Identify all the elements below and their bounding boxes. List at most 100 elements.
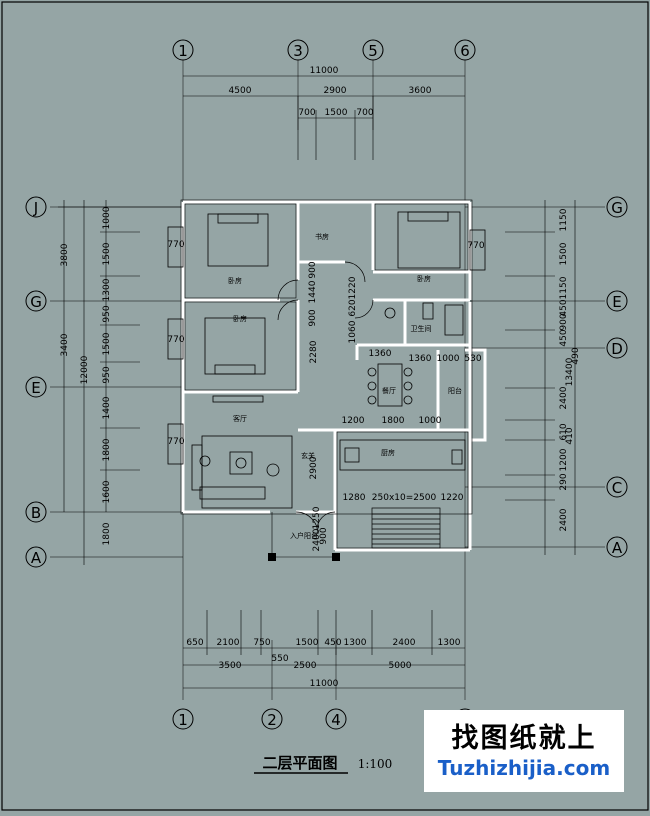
dim-int-2400: 2400 bbox=[312, 528, 322, 551]
dim-bottom-750: 750 bbox=[253, 638, 270, 648]
dim-right-1200: 1200 bbox=[559, 448, 569, 471]
axis-bottom-1: 1 bbox=[178, 711, 188, 729]
dim-left-1400: 1400 bbox=[102, 396, 112, 419]
room-dining: 餐厅 bbox=[382, 386, 396, 395]
axis-right-G: G bbox=[611, 199, 623, 217]
dim-int-900b: 900 bbox=[308, 309, 318, 326]
dim-int-900a: 900 bbox=[308, 261, 318, 278]
dim-left-1300: 1300 bbox=[102, 278, 112, 301]
window-bays bbox=[167, 226, 486, 465]
dim-right-1500: 1500 bbox=[559, 242, 569, 265]
axis-bubbles-right: G E D C A bbox=[606, 196, 628, 558]
watermark-logo: 找图纸就上 Tuzhizhijia.com bbox=[424, 710, 624, 792]
dim-int-1250: 1250 bbox=[312, 506, 322, 529]
dim-left-1600: 1600 bbox=[102, 480, 112, 503]
kitchen-counter bbox=[339, 439, 466, 471]
room-bedroom-1: 卧房 bbox=[228, 276, 242, 285]
dim-left-3400: 3400 bbox=[60, 333, 70, 356]
dim-left-1800b: 1800 bbox=[102, 522, 112, 545]
dim-right-2400a: 2400 bbox=[559, 386, 569, 409]
dim-int-stair-steps: 250x10=2500 bbox=[372, 493, 437, 503]
room-kitchen: 厨房 bbox=[381, 448, 395, 457]
axis-left-E: E bbox=[31, 379, 40, 397]
axis-bubbles-top: 1 3 5 6 bbox=[172, 39, 476, 61]
room-bedroom-3: 卧房 bbox=[233, 314, 247, 323]
dim-bottom-650: 650 bbox=[186, 638, 203, 648]
dim-right-410: 410 bbox=[565, 427, 575, 444]
dim-left-1500a: 1500 bbox=[102, 242, 112, 265]
dining-table bbox=[367, 363, 413, 407]
left-dimension-lines bbox=[58, 200, 183, 565]
dim-bay-770b: 770 bbox=[167, 335, 184, 345]
dim-top-1500: 1500 bbox=[325, 108, 348, 118]
dim-bottom-2400: 2400 bbox=[393, 638, 416, 648]
dim-int-1060: 1060 bbox=[348, 320, 358, 343]
axis-top-6: 6 bbox=[460, 42, 470, 60]
dim-bottom-11000: 11000 bbox=[310, 679, 339, 689]
dim-right-900: 900 bbox=[559, 313, 569, 330]
dim-top-700b: 700 bbox=[356, 108, 373, 118]
dim-right-2400b: 2400 bbox=[559, 508, 569, 531]
room-entry: 玄关 bbox=[301, 451, 315, 460]
dim-top-700a: 700 bbox=[298, 108, 315, 118]
dim-left-3800: 3800 bbox=[60, 243, 70, 266]
room-balcony: 阳台 bbox=[448, 386, 462, 395]
dim-int-530: 530 bbox=[464, 354, 481, 364]
dim-bay-770d: 770 bbox=[467, 241, 484, 251]
room-living: 客厅 bbox=[233, 414, 247, 423]
beds bbox=[204, 211, 461, 375]
dim-int-1200: 1200 bbox=[342, 416, 365, 426]
dim-int-1440: 1440 bbox=[308, 280, 318, 303]
dim-int-1280: 1280 bbox=[343, 493, 366, 503]
room-bedroom-2: 卧房 bbox=[417, 274, 431, 283]
dim-int-900c: 900 bbox=[319, 527, 329, 544]
dim-int-1220b: 1220 bbox=[348, 276, 358, 299]
dim-left-12000: 12000 bbox=[80, 355, 90, 384]
bathroom-fixtures bbox=[384, 302, 464, 336]
dim-bottom-3500: 3500 bbox=[219, 661, 242, 671]
dim-top-4500: 4500 bbox=[229, 86, 252, 96]
room-entry-balcony: 入户阳台 bbox=[290, 531, 318, 540]
bottom-dimension-lines bbox=[183, 610, 465, 689]
axis-left-B: B bbox=[31, 504, 41, 522]
dim-bottom-2500: 2500 bbox=[294, 661, 317, 671]
top-dimension-lines bbox=[183, 75, 465, 160]
dim-int-2900: 2900 bbox=[309, 456, 319, 479]
dim-bay-770c: 770 bbox=[167, 437, 184, 447]
dim-left-950a: 950 bbox=[102, 305, 112, 322]
drawing-scale: 1:100 bbox=[358, 757, 393, 771]
dim-right-450b: 450 bbox=[559, 329, 569, 346]
dim-int-1000a: 1000 bbox=[437, 354, 460, 364]
dim-bottom-5000: 5000 bbox=[389, 661, 412, 671]
axis-grid-lines bbox=[50, 60, 605, 700]
dim-right-1150b: 1150 bbox=[559, 276, 569, 299]
room-study: 书房 bbox=[315, 232, 329, 241]
dim-int-1360b: 1360 bbox=[409, 354, 432, 364]
dim-int-1360a: 1360 bbox=[369, 349, 392, 359]
dim-bottom-1300b: 1300 bbox=[438, 638, 461, 648]
dim-left-1500b: 1500 bbox=[102, 332, 112, 355]
axis-left-G: G bbox=[30, 293, 42, 311]
dim-bottom-450: 450 bbox=[324, 638, 341, 648]
dim-bay-770a: 770 bbox=[167, 240, 184, 250]
dim-right-1150a: 1150 bbox=[559, 208, 569, 231]
dim-bottom-1500: 1500 bbox=[296, 638, 319, 648]
axis-right-C: C bbox=[612, 479, 622, 497]
dim-right-490: 490 bbox=[571, 347, 581, 364]
watermark-url: Tuzhizhijia.com bbox=[437, 756, 611, 780]
axis-bubbles-left: J G E B A bbox=[25, 196, 47, 568]
dim-top-2900: 2900 bbox=[324, 86, 347, 96]
room-bathroom: 卫生间 bbox=[411, 324, 432, 333]
dim-top-3600: 3600 bbox=[409, 86, 432, 96]
dim-bottom-550: 550 bbox=[271, 654, 288, 664]
axis-right-D: D bbox=[611, 340, 623, 358]
dim-right-610: 610 bbox=[559, 423, 569, 440]
dim-int-1800: 1800 bbox=[382, 416, 405, 426]
dim-right-290: 290 bbox=[559, 473, 569, 490]
dim-bottom-1300a: 1300 bbox=[344, 638, 367, 648]
axis-top-1: 1 bbox=[178, 42, 188, 60]
drawing-title: 二层平面图 bbox=[262, 754, 337, 772]
